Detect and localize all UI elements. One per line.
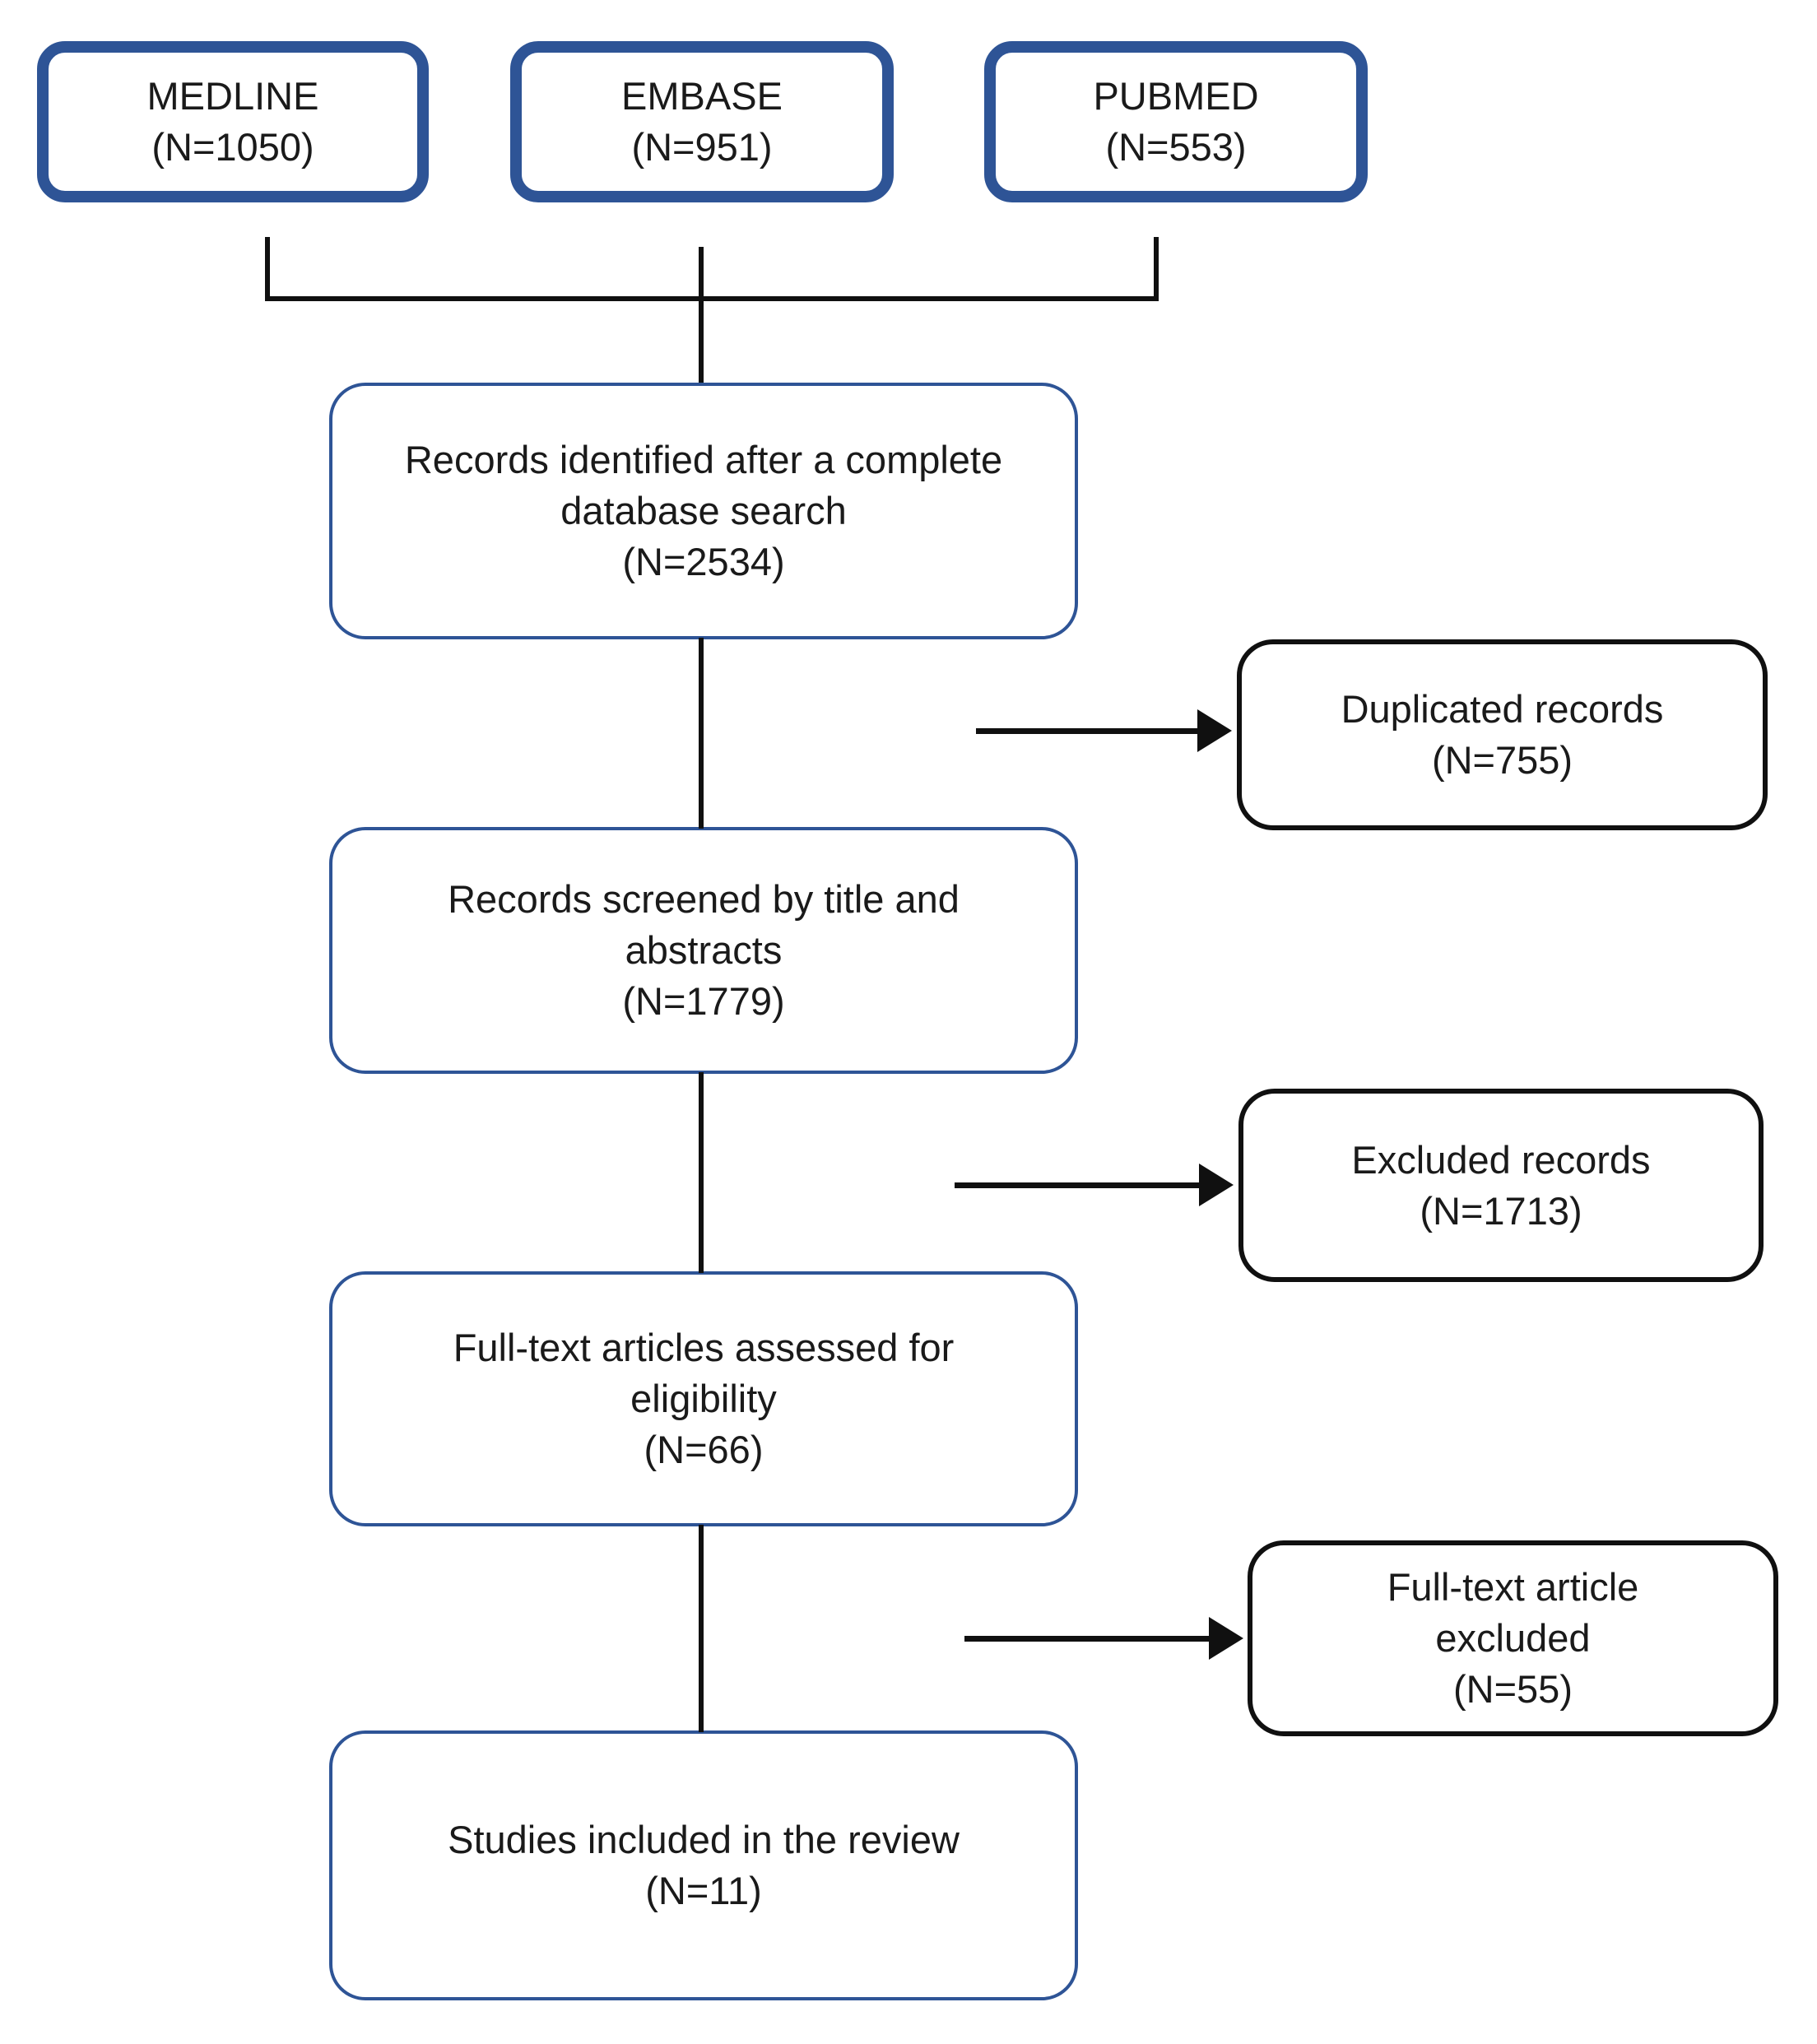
source-box-medline[interactable]: MEDLINE(N=1050) (37, 41, 429, 202)
source-box-medline-text: MEDLINE(N=1050) (146, 73, 319, 169)
arrow-head-excluded-records (1199, 1164, 1234, 1206)
stage-box-studies-included[interactable]: Studies included in the review (N=11) (329, 1730, 1078, 2000)
exclusion-box-duplicated-records[interactable]: Duplicated records (N=755) (1237, 639, 1768, 830)
source-box-pubmed[interactable]: PUBMED(N=553) (984, 41, 1368, 202)
stage-box-records-screened-text: Records screened by title and abstracts … (448, 876, 960, 1024)
stage-box-fulltext-assessed-text: Full-text articles assessed for eligibil… (453, 1325, 955, 1472)
stage-box-studies-included-text: Studies included in the review (N=11) (448, 1817, 960, 1912)
bracket-center-stem (699, 247, 704, 385)
stage-box-records-screened[interactable]: Records screened by title and abstracts … (329, 827, 1078, 1074)
source-box-embase[interactable]: EMBASE(N=951) (510, 41, 894, 202)
exclusion-box-fulltext-excluded-text: Full-text article excluded (N=55) (1387, 1564, 1639, 1712)
connector-identified-to-screened (699, 638, 704, 829)
arrow-line-fulltext-excluded (964, 1636, 1211, 1642)
bracket-left-stem (265, 237, 270, 301)
arrow-line-duplicates (976, 728, 1200, 734)
bracket-horizontal (265, 296, 1159, 301)
exclusion-box-excluded-records-text: Excluded records (N=1713) (1351, 1137, 1651, 1233)
bracket-right-stem (1154, 237, 1159, 301)
stage-box-fulltext-assessed[interactable]: Full-text articles assessed for eligibil… (329, 1271, 1078, 1526)
connector-fulltext-to-included (699, 1525, 704, 1732)
exclusion-box-duplicated-records-text: Duplicated records (N=755) (1341, 686, 1664, 782)
stage-box-records-identified[interactable]: Records identified after a complete data… (329, 383, 1078, 639)
source-box-pubmed-text: PUBMED(N=553) (1093, 73, 1259, 169)
stage-box-records-identified-text: Records identified after a complete data… (404, 437, 1003, 584)
exclusion-box-excluded-records[interactable]: Excluded records (N=1713) (1238, 1089, 1764, 1282)
arrow-head-duplicates (1197, 709, 1232, 752)
exclusion-box-fulltext-excluded[interactable]: Full-text article excluded (N=55) (1248, 1540, 1778, 1736)
arrow-line-excluded-records (955, 1182, 1201, 1188)
source-box-embase-text: EMBASE(N=951) (621, 73, 783, 169)
connector-screened-to-fulltext (699, 1072, 704, 1273)
arrow-head-fulltext-excluded (1209, 1617, 1243, 1660)
